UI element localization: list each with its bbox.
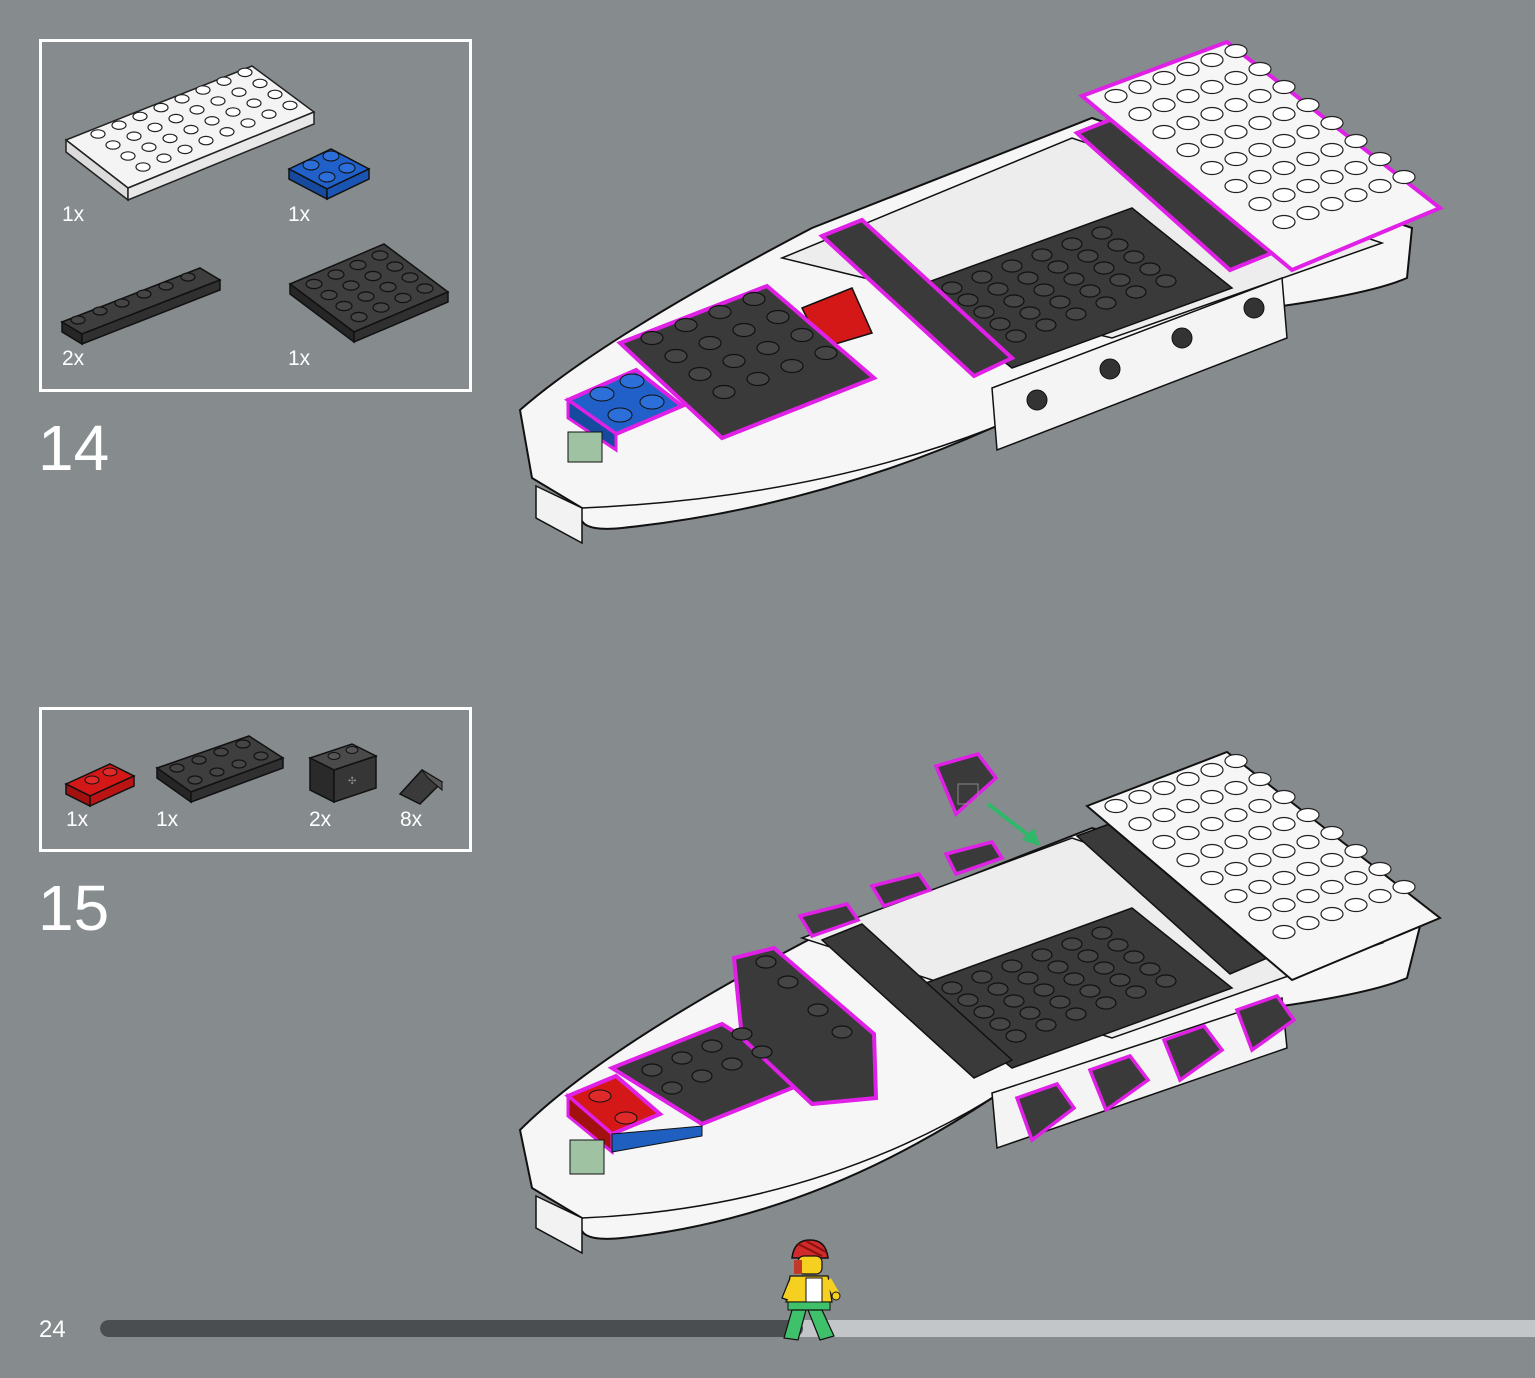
black-plate-4x4-icon — [288, 243, 450, 344]
black-slope-tile-icon — [398, 769, 444, 805]
parts-list-step-15 — [39, 707, 472, 852]
white-plate-4x8-icon — [64, 65, 316, 202]
boat-model-step-14 — [518, 39, 1444, 545]
qty-label: 2x — [62, 347, 85, 370]
black-plate-2x4-icon — [155, 735, 285, 804]
minifigure-progress-icon — [781, 1239, 841, 1341]
svg-text:✣: ✣ — [348, 776, 356, 787]
qty-label: 2x — [309, 808, 332, 831]
qty-label: 1x — [62, 203, 85, 226]
black-plate-1x6-icon — [60, 267, 222, 346]
red-plate-1x2-icon — [64, 763, 136, 808]
progress-fill — [100, 1320, 803, 1337]
qty-label: 8x — [400, 808, 423, 831]
step-number: 15 — [38, 872, 110, 944]
black-technic-brick-1x2-icon: ✣ — [308, 743, 378, 804]
qty-label: 1x — [288, 203, 311, 226]
page-number: 24 — [39, 1316, 66, 1343]
qty-label: 1x — [66, 808, 89, 831]
step-number: 14 — [38, 412, 110, 484]
blue-plate-2x2-icon — [287, 148, 371, 201]
qty-label: 1x — [288, 347, 311, 370]
boat-model-step-15 — [518, 750, 1442, 1255]
qty-label: 1x — [156, 808, 179, 831]
parts-list-step-14 — [39, 39, 472, 392]
